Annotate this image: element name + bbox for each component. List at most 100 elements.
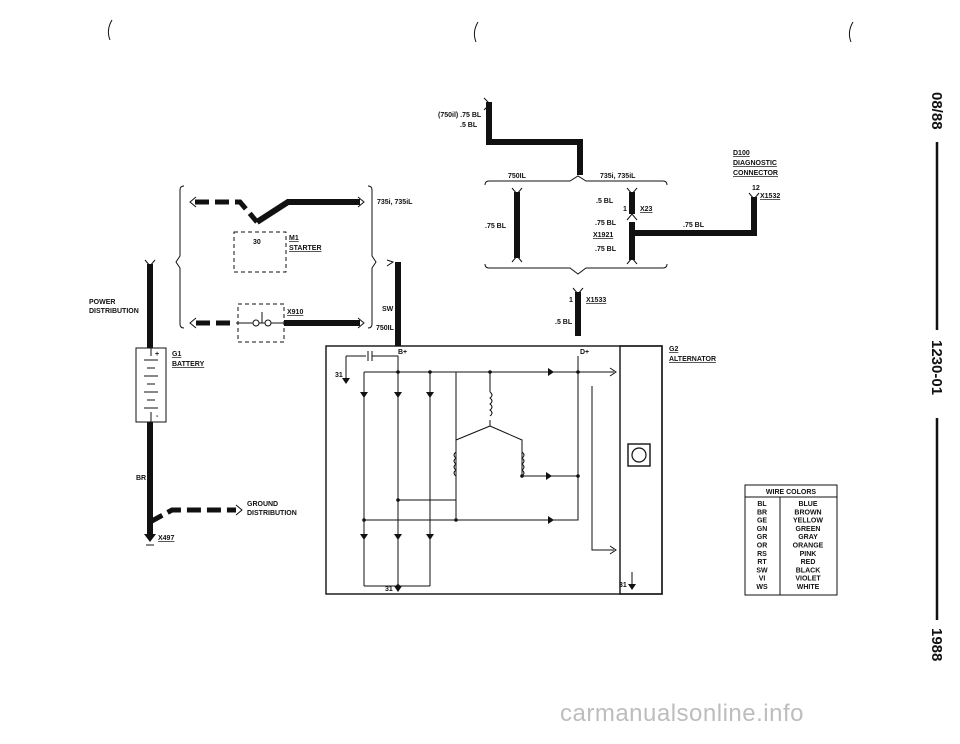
wire-color-br: BR <box>136 475 146 482</box>
connector-x910: X910 <box>287 309 303 316</box>
wire-end <box>626 187 638 195</box>
wire-end <box>357 196 365 208</box>
wire-color-name: RED <box>801 559 816 566</box>
connector-x1532: X1532 <box>760 193 780 200</box>
wire-color-name: BLACK <box>796 567 821 574</box>
wire-color-code: RT <box>757 559 767 566</box>
wire-color-code: VI <box>759 576 766 583</box>
component-id-g1: G1 <box>172 351 181 358</box>
wire-end <box>511 187 523 195</box>
wire-color-code: GE <box>757 518 767 525</box>
group-label-735: 735i, 735iL <box>377 199 413 206</box>
wire-label: .5 BL <box>555 319 573 326</box>
variant-label-735: 735i, 735iL <box>600 173 636 180</box>
terminal <box>264 319 272 327</box>
top-feed-wire <box>483 97 583 175</box>
wire-end <box>235 504 243 516</box>
wire-label: .5 BL <box>596 198 614 205</box>
wire-color-code: GR <box>757 534 768 541</box>
watermark: carmanualsonline.info <box>560 700 804 727</box>
wire-color-name: WHITE <box>797 584 820 591</box>
wire-end <box>748 192 760 200</box>
wire-label: .75 BL <box>595 246 617 253</box>
wire-end <box>189 196 197 208</box>
wire-end <box>626 257 638 265</box>
connector-x497: X497 <box>158 535 174 542</box>
scan-mark <box>848 21 854 43</box>
wire-diagnostic <box>632 197 757 236</box>
wire-starter-right <box>255 199 360 225</box>
ground-symbol <box>144 534 156 542</box>
wire-end <box>189 317 197 329</box>
component-name-connector: CONNECTOR <box>733 170 778 177</box>
wire-color-code: BR <box>757 509 767 516</box>
wire-ground-distribution <box>148 507 236 525</box>
starter-group-bracket <box>175 185 377 329</box>
wire-end <box>386 259 395 267</box>
wire-color-name: ORANGE <box>793 543 824 550</box>
battery-box <box>135 347 167 423</box>
wire-label: .75 BL <box>683 222 705 229</box>
starter-box <box>233 231 287 273</box>
wire-starter-left <box>195 199 259 224</box>
component-id-m1: M1 <box>289 235 299 242</box>
label-ground-distribution: DISTRIBUTION <box>247 510 297 517</box>
side-code-date: 08/88 <box>928 92 945 130</box>
terminal-31: 31 <box>619 582 627 589</box>
wire-color-code: SW <box>756 567 768 574</box>
component-id-d100: D100 <box>733 150 750 157</box>
connector-x23-mark <box>626 213 638 221</box>
wire-color-name: YELLOW <box>793 518 823 525</box>
wire-label: .75 BL <box>485 223 507 230</box>
wire-colors-table <box>744 484 838 596</box>
wire-end <box>357 317 365 329</box>
pin-label: 1 <box>623 206 627 213</box>
pin-label: 30 <box>253 239 261 246</box>
wire-label: .75 BL <box>595 220 617 227</box>
wire-color-name: BLUE <box>798 501 817 508</box>
wire-color-code: GN <box>757 526 768 533</box>
side-year: 1988 <box>928 628 945 661</box>
connector-x23: X23 <box>640 206 653 213</box>
wire-color-name: GRAY <box>798 534 818 541</box>
wire-color-code: WS <box>756 584 768 591</box>
component-id-g2: G2 <box>669 346 678 353</box>
wire-color-code: BL <box>757 501 767 508</box>
battery-cells <box>144 348 158 422</box>
component-name-starter: STARTER <box>289 245 322 252</box>
wire-colors-title: WIRE COLORS <box>766 489 816 496</box>
wire-color-sw: SW <box>382 306 394 313</box>
variant-bracket <box>484 175 668 275</box>
wire-color-code: RS <box>757 551 767 558</box>
component-name-diagnostic: DIAGNOSTIC <box>733 160 777 167</box>
alternator-internal-circuit <box>342 351 636 592</box>
terminal <box>252 319 260 327</box>
variant-label-750il: 750IL <box>376 325 395 332</box>
regulator-icon <box>631 447 647 463</box>
scan-mark <box>473 21 479 43</box>
wire-label: (750il) .75 BL <box>438 112 482 119</box>
label-power: POWER <box>89 299 115 306</box>
component-name-battery: BATTERY <box>172 361 205 368</box>
label-ground: GROUND <box>247 501 278 508</box>
connector-x1921: X1921 <box>593 232 613 239</box>
component-name-alternator: ALTERNATOR <box>669 356 716 363</box>
regulator-box <box>619 345 663 595</box>
variant-label-750il: 750IL <box>508 173 527 180</box>
wire-color-name: PINK <box>800 551 817 558</box>
pin-label: 12 <box>752 185 760 192</box>
wire-color-name: VIOLET <box>795 576 821 583</box>
terminal-31: 31 <box>385 586 393 593</box>
connector-x1533: X1533 <box>586 297 606 304</box>
terminal-b-plus: B+ <box>398 349 407 356</box>
wire-end <box>144 259 156 267</box>
battery-minus: - <box>156 413 159 420</box>
wire-end <box>511 255 523 263</box>
terminal-d-plus: D+ <box>580 349 589 356</box>
wire-color-name: BROWN <box>794 509 821 516</box>
label-distribution: DISTRIBUTION <box>89 308 139 315</box>
terminal-31: 31 <box>335 372 343 379</box>
wire-color-name: GREEN <box>796 526 821 533</box>
